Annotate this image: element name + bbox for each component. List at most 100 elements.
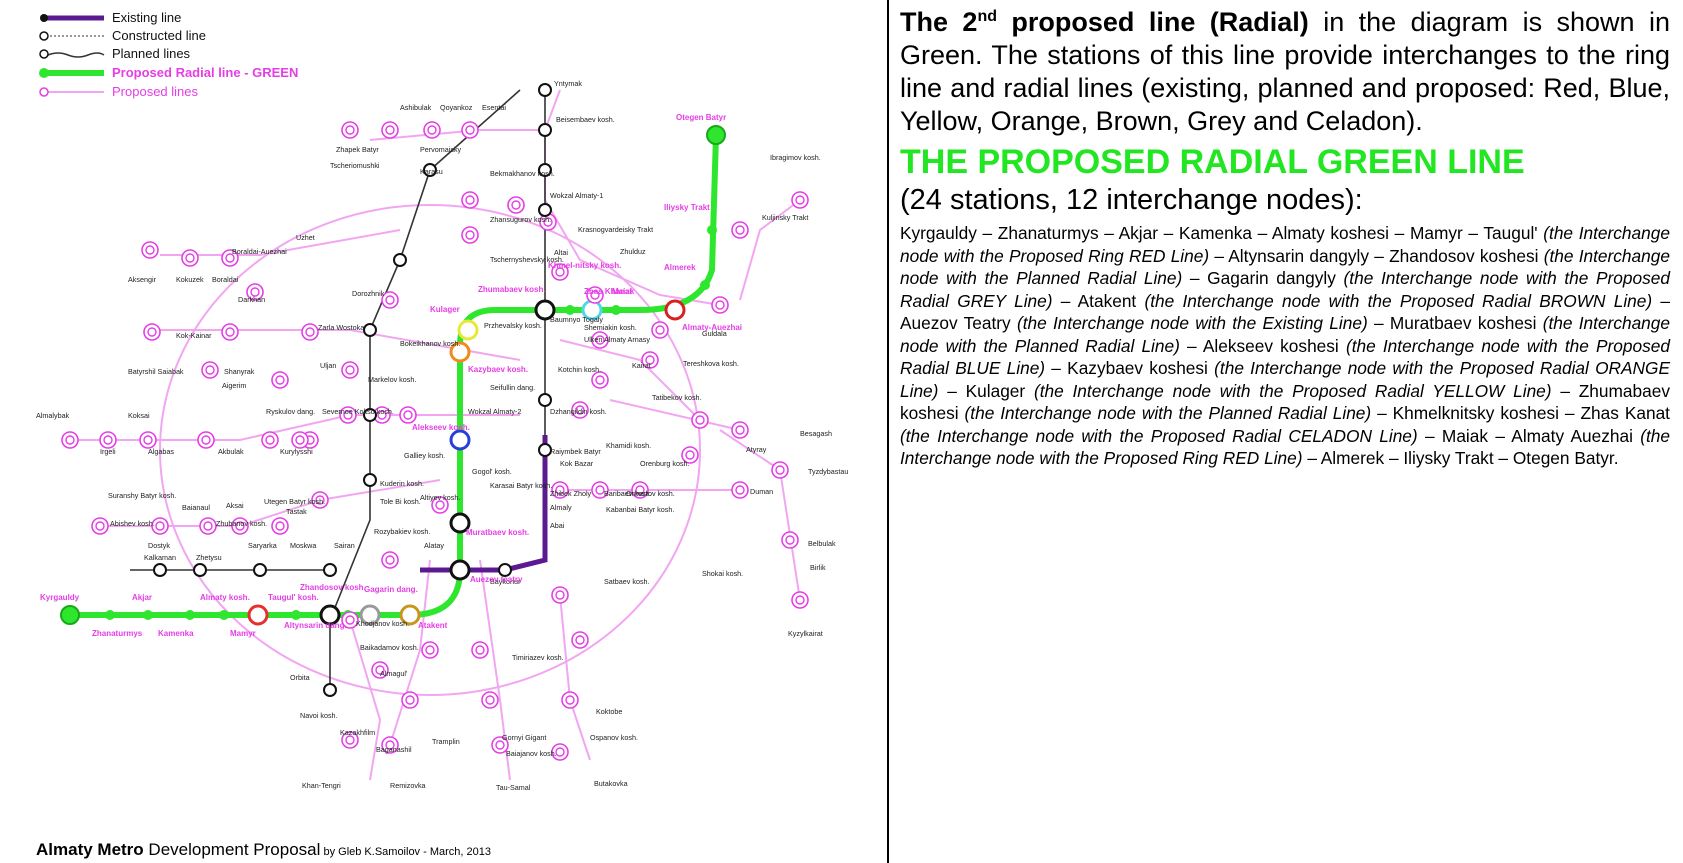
interchange-atakent xyxy=(399,604,421,626)
map-station-label: Timiriazev kosh. xyxy=(512,653,564,662)
proposed-station-marker xyxy=(591,331,609,349)
planned-station-marker xyxy=(393,253,407,267)
proposed-station-marker xyxy=(139,431,157,449)
proposed-station-marker xyxy=(381,291,399,309)
interchange-auezov xyxy=(449,559,471,581)
map-station-label: Tau-Samal xyxy=(496,783,531,792)
map-station-label: Boraldai-Auezhai xyxy=(232,247,287,256)
interchange-kazybaev xyxy=(449,341,471,363)
map-station-label: Baganashil xyxy=(376,745,412,754)
interchange-note: (the Interchange node with the Proposed … xyxy=(900,425,1671,469)
green-line-heading: THE PROPOSED RADIAL GREEN LINE xyxy=(900,143,1525,181)
map-station-label: Karasai Batyr kosh. xyxy=(490,481,552,490)
map-station-label: Krasnogvardeisky Trakt xyxy=(578,225,653,234)
planned-station-marker xyxy=(153,563,167,577)
proposed-station-marker xyxy=(731,481,749,499)
station-sequence-text: Kyrgauldy – Zhanaturmys – Akjar – Kamenk… xyxy=(900,222,1670,470)
proposed-station-marker xyxy=(341,731,359,749)
proposed-station-marker xyxy=(711,296,729,314)
proposed-station-marker xyxy=(641,351,659,369)
proposed-station-marker xyxy=(291,431,309,449)
proposed-station-marker xyxy=(731,421,749,439)
station-run: – Alekseev koshesi xyxy=(1179,335,1346,356)
proposed-station-marker xyxy=(341,361,359,379)
proposed-station-marker xyxy=(481,691,499,709)
planned-station-marker xyxy=(323,683,337,697)
map-station-label: Algabas xyxy=(148,447,174,456)
map-station-label: Ulken Almaty Arnasy xyxy=(584,335,650,344)
legend-existing: Existing line xyxy=(112,10,181,25)
station-run: – Muratbaev koshesi xyxy=(1367,313,1543,333)
interchange-muratbaev xyxy=(449,512,471,534)
map-station-label: Zhapek Batyr xyxy=(336,145,379,154)
map-station-label: Ashibulak xyxy=(400,103,432,112)
proposed-station-marker xyxy=(461,226,479,244)
map-station-label: Orenburg kosh. xyxy=(640,459,690,468)
proposed-station-marker xyxy=(301,323,319,341)
map-station-label: Baiajanov kosh. xyxy=(506,749,557,758)
green-station-label: Otegen Batyr xyxy=(676,113,726,122)
proposed-station-marker xyxy=(341,611,359,629)
map-station-label: Tramplin xyxy=(432,737,460,746)
interchange-nodes xyxy=(247,299,686,626)
map-station-label: Kalkaman xyxy=(144,553,176,562)
map-station-label: Seifullin dang. xyxy=(490,383,535,392)
legend-proposed: Proposed lines xyxy=(112,84,198,99)
description-panel: The 2nd proposed line (Radial) in the di… xyxy=(900,6,1670,470)
map-station-label: Kairat xyxy=(632,361,651,370)
interchange-note: (the Interchange node with the Proposed … xyxy=(1033,380,1552,401)
green-station-marker xyxy=(700,280,710,290)
proposed-station-marker xyxy=(771,461,789,479)
legend-planned: Planned lines xyxy=(112,46,191,61)
map-station-label: Tyzdybastau xyxy=(808,467,848,476)
green-station-marker xyxy=(611,305,621,315)
map-station-label: Koksai xyxy=(128,411,150,420)
legend-constructed: Constructed line xyxy=(112,28,206,43)
station-run: – Auezov Teatry xyxy=(900,290,1670,334)
map-station-label: Almalybak xyxy=(36,411,70,420)
proposed-station-marker xyxy=(141,241,159,259)
interchange-note: (the Interchange node with the Planned R… xyxy=(964,403,1372,423)
map-station-label: Navoi kosh. xyxy=(300,711,338,720)
green-station-label: Mamyr xyxy=(230,629,256,638)
map-station-label: Ibragimov kosh. xyxy=(770,153,821,162)
proposed-station-marker xyxy=(199,517,217,535)
proposed-station-marker xyxy=(381,121,399,139)
map-station-label: Tschernyshevsky kosh. xyxy=(490,255,564,264)
map-station-label: Almaly xyxy=(550,503,572,512)
map-station-label: Raiymbek Batyr xyxy=(550,447,601,456)
map-station-label: Baianaul xyxy=(182,503,210,512)
map-station-label: Ospanov kosh. xyxy=(590,733,638,742)
map-station-label: Kok-Kainar xyxy=(176,331,212,340)
map-station-label: Dostyk xyxy=(148,541,170,550)
green-station-label: Kyrgauldy xyxy=(40,593,80,602)
proposed-station-marker xyxy=(371,661,389,679)
metro-map-panel: Existing line Constructed line Planned l… xyxy=(36,0,889,863)
map-station-label: Karasu xyxy=(420,167,443,176)
planned-lines xyxy=(130,89,546,690)
map-station-label: Baikadamov kosh. xyxy=(360,643,419,652)
map-station-label: Esentai xyxy=(482,103,506,112)
map-station-label: Khodjanov kosh. xyxy=(356,619,409,628)
map-station-label: Batyrshil Saiabak xyxy=(128,367,184,376)
green-station-label: Iliysky Trakt xyxy=(664,203,710,212)
map-station-label: Saryarka xyxy=(248,541,277,550)
proposed-station-marker xyxy=(423,121,441,139)
map-station-label: Ormanov kosh. xyxy=(626,489,675,498)
interchange-note: (the Interchange node with the Proposed … xyxy=(900,268,1670,311)
map-station-label: Remizovka xyxy=(390,781,426,790)
proposed-station-marker xyxy=(571,631,589,649)
proposed-station-marker xyxy=(339,406,357,424)
map-station-label: Atyray xyxy=(746,445,767,454)
map-station-label: Markelov kosh. xyxy=(368,375,416,384)
map-station-label: Koktobe xyxy=(596,707,622,716)
map-station-label: Aksengir xyxy=(128,275,157,284)
proposed-station-marker xyxy=(143,323,161,341)
proposed-station-marker xyxy=(571,401,589,419)
map-station-label: Alatay xyxy=(424,541,444,550)
proposed-station-marker xyxy=(731,221,749,239)
proposed-station-marker xyxy=(311,491,329,509)
proposed-station-marker xyxy=(691,411,709,429)
proposed-station-marker xyxy=(231,517,249,535)
